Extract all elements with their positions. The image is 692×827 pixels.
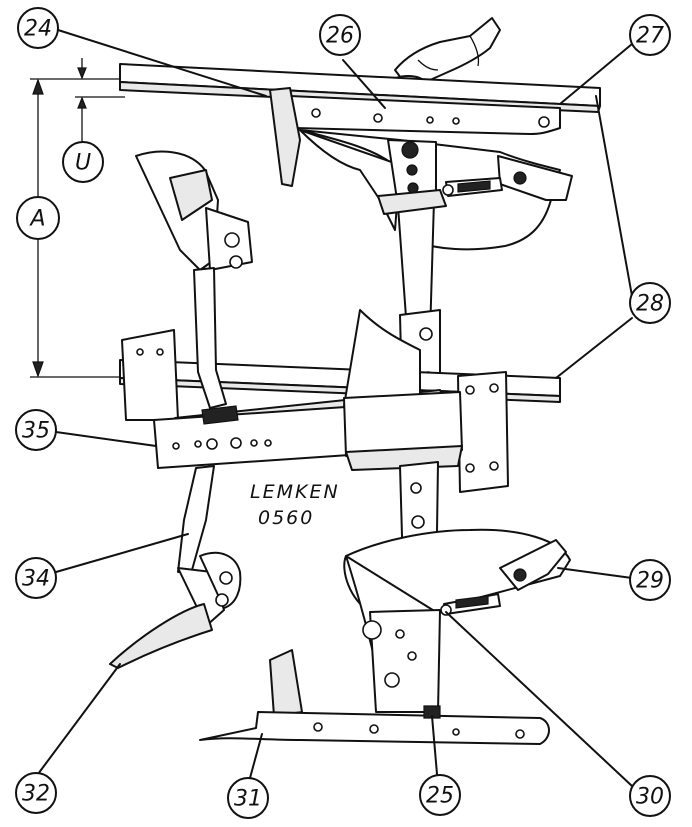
callout-U: U bbox=[62, 141, 104, 183]
brand-name: LEMKEN bbox=[250, 481, 340, 503]
callout-A: A bbox=[16, 196, 60, 240]
dimension-lines bbox=[30, 58, 125, 378]
callout-27-label: 27 bbox=[636, 24, 664, 49]
callout-25-label: 25 bbox=[426, 784, 454, 809]
upper-skimmer bbox=[135, 150, 253, 425]
callout-A-label: A bbox=[28, 207, 45, 232]
callout-34: 34 bbox=[15, 557, 57, 599]
callout-24-label: 24 bbox=[24, 17, 52, 42]
callout-31: 31 bbox=[227, 777, 269, 819]
callout-29-label: 29 bbox=[636, 569, 664, 594]
lower-landside bbox=[199, 649, 550, 745]
callout-26-label: 26 bbox=[326, 24, 354, 49]
callout-35: 35 bbox=[15, 409, 57, 451]
callout-32: 32 bbox=[15, 772, 57, 814]
lower-mouldboard bbox=[343, 528, 571, 713]
callout-24: 24 bbox=[17, 7, 59, 49]
callout-27: 27 bbox=[629, 14, 671, 56]
callout-32-label: 32 bbox=[22, 782, 50, 807]
callout-31-label: 31 bbox=[234, 787, 262, 812]
callout-30: 30 bbox=[629, 775, 671, 817]
brand-marking: LEMKEN 0560 bbox=[250, 481, 340, 529]
brand-number: 0560 bbox=[258, 507, 314, 529]
lower-skimmer bbox=[109, 465, 242, 669]
mid-clamp-beam bbox=[153, 391, 463, 471]
callout-26: 26 bbox=[319, 14, 361, 56]
callout-28-label: 28 bbox=[636, 292, 664, 317]
callout-29: 29 bbox=[629, 559, 671, 601]
callout-U-label: U bbox=[75, 151, 91, 176]
callout-35-label: 35 bbox=[22, 419, 50, 444]
callout-34-label: 34 bbox=[22, 567, 50, 592]
top-frame-beam bbox=[119, 63, 601, 187]
callout-30-label: 30 bbox=[636, 785, 664, 810]
leader-lines bbox=[37, 29, 633, 787]
callout-25: 25 bbox=[419, 774, 461, 816]
callout-28: 28 bbox=[629, 282, 671, 324]
